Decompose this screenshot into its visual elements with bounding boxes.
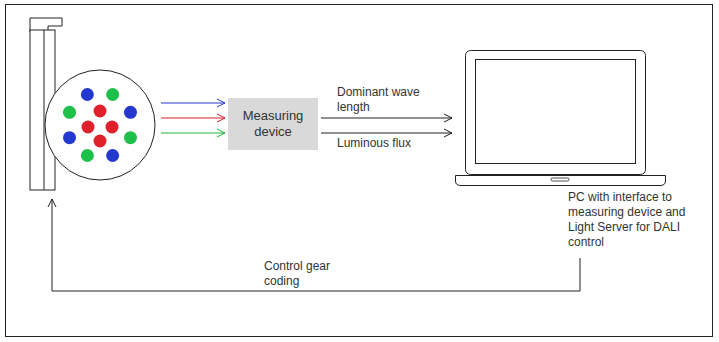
arrow-head bbox=[444, 129, 452, 137]
led-dot bbox=[81, 88, 94, 101]
arrow-head bbox=[48, 199, 56, 207]
edge-label: Control gear coding bbox=[262, 259, 370, 289]
arrow-head bbox=[217, 114, 225, 122]
pc-caption: PC with interface to measuring device an… bbox=[568, 190, 704, 250]
connector-arrow bbox=[321, 114, 452, 122]
arrow-head bbox=[217, 99, 225, 107]
led-dot bbox=[63, 131, 76, 144]
luminaire-head bbox=[45, 70, 155, 180]
connector-line bbox=[161, 118, 225, 119]
led-dot bbox=[81, 149, 94, 162]
laptop-drawing bbox=[455, 48, 667, 188]
frame-border bbox=[6, 5, 713, 337]
connector-line bbox=[321, 118, 452, 119]
connector-arrow bbox=[48, 199, 580, 291]
connector-line bbox=[321, 133, 452, 134]
connector-arrow bbox=[161, 129, 225, 137]
connector-line bbox=[161, 103, 225, 104]
edge-label: Luminous flux bbox=[335, 136, 413, 151]
led-dot bbox=[63, 106, 76, 119]
led-dot bbox=[106, 88, 119, 101]
laptop-base bbox=[456, 176, 666, 186]
led-dot bbox=[106, 149, 119, 162]
connector-arrow bbox=[161, 114, 225, 122]
arrow-head bbox=[444, 114, 452, 122]
arrow-head bbox=[217, 129, 225, 137]
edge-label: Dominant wave length bbox=[335, 85, 443, 115]
luminaire-drawing bbox=[18, 16, 158, 196]
body-seam bbox=[44, 30, 45, 190]
box-label: Measuring device bbox=[234, 108, 312, 141]
laptop-indicator bbox=[551, 178, 569, 181]
pc-node: PC with interface to measuring device an… bbox=[455, 48, 707, 254]
measuring-device-box: Measuring device bbox=[228, 98, 318, 150]
connector-line bbox=[52, 199, 580, 291]
led-dot bbox=[94, 105, 107, 118]
laptop-screen bbox=[476, 60, 636, 164]
luminaire-node bbox=[18, 16, 158, 196]
led-dot bbox=[124, 131, 137, 144]
led-dot bbox=[94, 135, 107, 148]
connector-arrow bbox=[161, 99, 225, 107]
connector-line bbox=[161, 133, 225, 134]
led-dot bbox=[124, 106, 137, 119]
led-dot bbox=[106, 121, 119, 134]
laptop-lid bbox=[466, 51, 646, 175]
led-dot bbox=[82, 121, 95, 134]
